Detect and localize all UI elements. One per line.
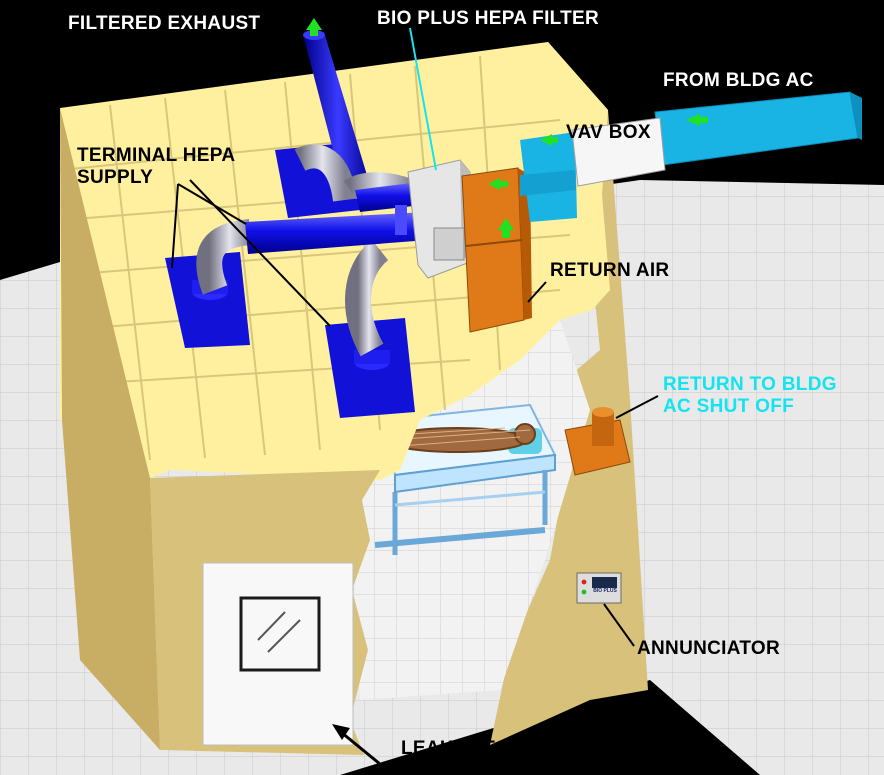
label-terminal-hepa-line2: SUPPLY	[77, 167, 154, 188]
return-air-column	[461, 167, 532, 333]
label-bio-plus-hepa-filter: BIO PLUS HEPA FILTER	[377, 8, 600, 29]
label-return-to-bldg-line1: RETURN TO BLDG	[663, 374, 837, 395]
return-shutoff-damper	[564, 407, 631, 476]
label-leakage: LEAKAGE	[401, 738, 496, 759]
bio-plus-hepa-unit	[407, 159, 471, 279]
door	[202, 562, 354, 746]
label-vav-box: VAV BOX	[566, 122, 651, 143]
annunciator-panel-text: BIO PLUS	[593, 588, 617, 594]
label-terminal-hepa-line1: TERMINAL HEPA	[77, 145, 236, 166]
annunciator-panel	[576, 572, 622, 604]
flow-arrows	[306, 18, 708, 238]
supply-header-duct	[245, 182, 428, 254]
label-annunciator: ANNUNCIATOR	[637, 638, 780, 659]
hospital-bed	[374, 403, 557, 555]
label-from-bldg-ac: FROM BLDG AC	[663, 70, 814, 91]
label-filtered-exhaust: FILTERED EXHAUST	[68, 13, 261, 34]
callout-lines	[171, 27, 659, 766]
label-return-to-bldg-line2: AC SHUT OFF	[663, 396, 795, 417]
supply-duct-from-bldg	[520, 91, 862, 222]
vav-box	[571, 117, 666, 187]
label-return-air: RETURN AIR	[550, 260, 670, 281]
